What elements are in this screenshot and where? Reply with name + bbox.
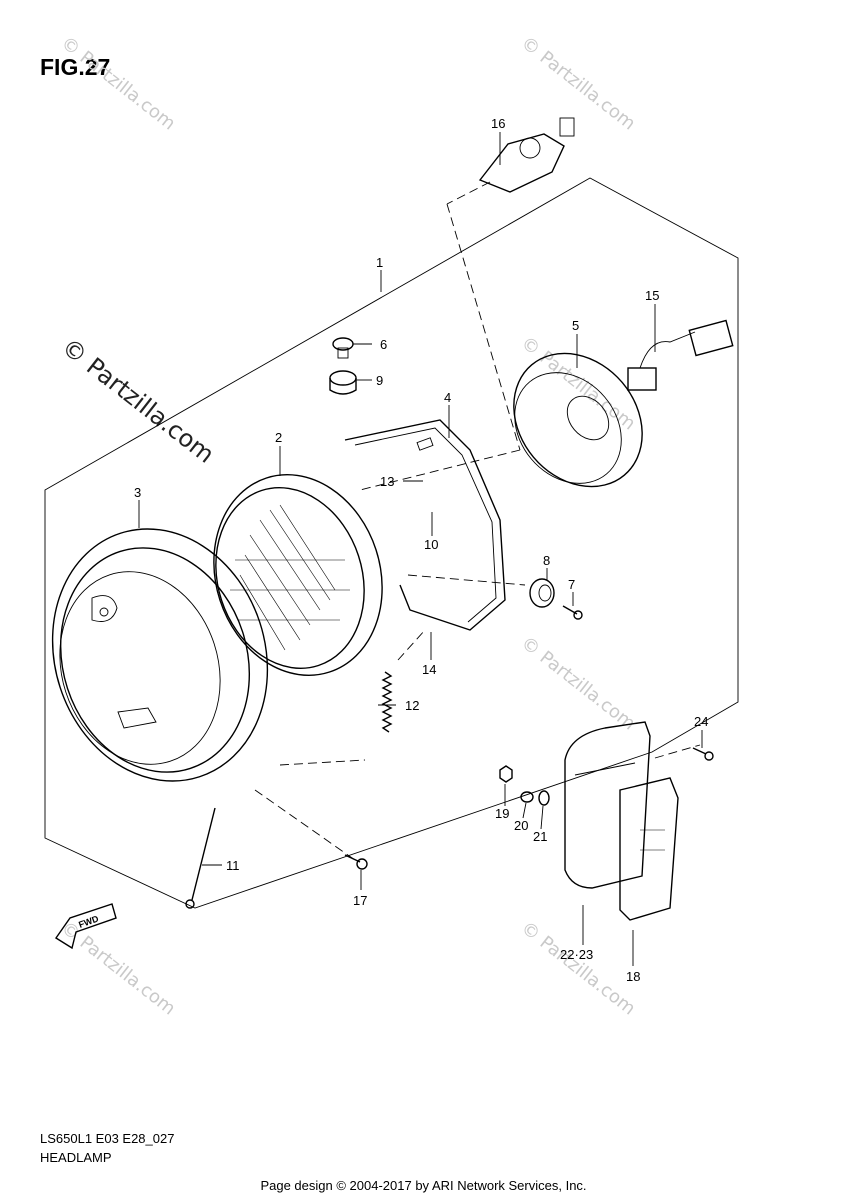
callout-20: 20 xyxy=(514,818,528,833)
callout-9: 9 xyxy=(376,373,383,388)
callout-6: 6 xyxy=(380,337,387,352)
watermark-main: © Partzilla.com xyxy=(56,333,219,469)
callout-7: 7 xyxy=(568,577,575,592)
screw-7 xyxy=(562,605,583,620)
position-lamp-lens xyxy=(619,777,679,921)
grommet-9 xyxy=(329,370,357,395)
callout-1: 1 xyxy=(376,255,383,270)
headlamp-rim xyxy=(51,528,269,782)
callout-15: 15 xyxy=(645,288,659,303)
page-credit: Page design © 2004-2017 by ARI Network S… xyxy=(260,1178,587,1193)
callout-14: 14 xyxy=(422,662,436,677)
screw-6 xyxy=(332,337,354,359)
watermark-faint-2: © Partzilla.com xyxy=(517,32,639,134)
callout-21: 21 xyxy=(533,829,547,844)
callout-4: 4 xyxy=(444,390,451,405)
callout-numbers: 1 2 3 4 5 6 7 8 9 10 11 12 13 14 15 16 1… xyxy=(134,116,708,984)
callout-22-23: 22·23 xyxy=(560,947,593,962)
screw-11 xyxy=(185,807,216,909)
callout-5: 5 xyxy=(572,318,579,333)
callout-12: 12 xyxy=(405,698,419,713)
watermark-faint-1: © Partzilla.com xyxy=(57,32,179,134)
screw-17 xyxy=(344,854,368,870)
figure-code: LS650L1 E03 E28_027 xyxy=(40,1131,175,1146)
callout-18: 18 xyxy=(626,969,640,984)
callout-3: 3 xyxy=(134,485,141,500)
dashed-leaders xyxy=(254,181,701,861)
lamp-unit xyxy=(213,474,383,676)
callout-17: 17 xyxy=(353,893,367,908)
headlamp-bulb xyxy=(478,117,575,193)
washer-20 xyxy=(520,791,534,803)
callout-13: 13 xyxy=(380,474,394,489)
watermark-faint-6: © Partzilla.com xyxy=(517,917,639,1019)
callout-10: 10 xyxy=(424,537,438,552)
bulb-socket-15 xyxy=(627,319,734,391)
watermarks: © Partzilla.com © Partzilla.com © Partzi… xyxy=(56,32,639,1019)
headlamp-case xyxy=(513,352,643,488)
callout-19: 19 xyxy=(495,806,509,821)
callout-2: 2 xyxy=(275,430,282,445)
damper-8 xyxy=(529,578,555,608)
assembly-outline xyxy=(44,177,739,909)
callout-11: 11 xyxy=(226,858,240,873)
figure-name: HEADLAMP xyxy=(40,1150,112,1165)
position-lamp-housing xyxy=(564,721,651,889)
watermark-faint-3: © Partzilla.com xyxy=(517,332,639,434)
figure-title: FIG.27 xyxy=(40,54,111,80)
spring-12 xyxy=(381,671,393,733)
washer-21 xyxy=(538,790,550,806)
mounting-bracket xyxy=(344,419,506,631)
callout-24: 24 xyxy=(694,714,708,729)
callout-8: 8 xyxy=(543,553,550,568)
nut-19 xyxy=(499,765,513,783)
watermark-faint-4: © Partzilla.com xyxy=(517,632,639,734)
forward-arrow: FWD xyxy=(55,903,117,950)
callout-leaders xyxy=(138,132,703,966)
screw-24 xyxy=(692,747,714,761)
callout-16: 16 xyxy=(491,116,505,131)
